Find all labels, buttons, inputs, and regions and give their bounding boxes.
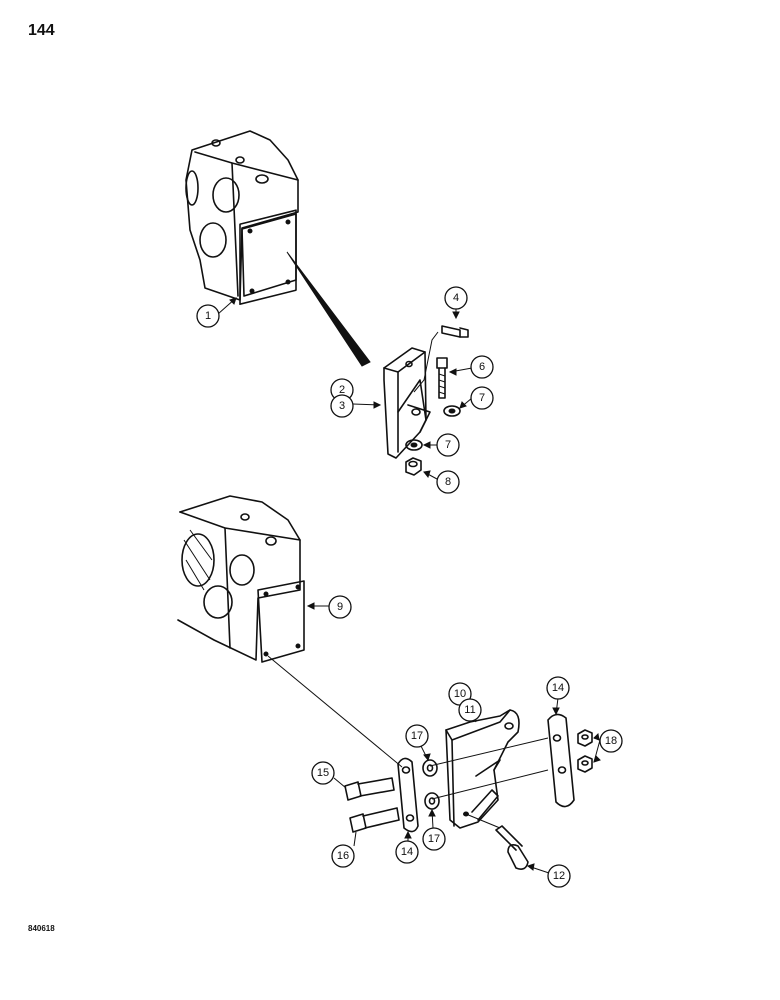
washer-7-upper-hole (448, 408, 456, 414)
svg-text:4: 4 (453, 292, 459, 304)
svg-text:3: 3 (339, 400, 345, 412)
mounting-bracket-10-11 (445, 709, 520, 829)
callout-12: 12 (547, 864, 571, 888)
callout-14-right: 14 (546, 676, 570, 700)
callout-8: 8 (436, 470, 460, 494)
mounting-bracket (383, 347, 431, 459)
svg-text:12: 12 (553, 870, 565, 882)
leader-bolt-12 (465, 813, 501, 829)
callout-16: 16 (331, 844, 355, 868)
alignment-lines (429, 737, 549, 800)
callout-9: 9 (328, 595, 352, 619)
svg-text:7: 7 (479, 392, 485, 404)
callout-4: 4 (444, 286, 468, 310)
leader-housing-to-plate (267, 655, 403, 768)
callout-7-upper: 7 (470, 386, 494, 410)
svg-text:7: 7 (445, 439, 451, 451)
svg-text:15: 15 (317, 767, 329, 779)
callout-18: 18 (599, 729, 623, 753)
bolt-4 (441, 325, 469, 338)
svg-text:9: 9 (337, 601, 343, 613)
page-number: 144 (28, 22, 55, 39)
callout-3: 3 (330, 394, 354, 418)
washer-17-upper (422, 759, 438, 777)
callout-17-lower: 17 (422, 827, 446, 851)
svg-text:1: 1 (205, 310, 211, 322)
callout-7-lower: 7 (436, 433, 460, 457)
bolt-6 (436, 357, 448, 399)
nut-8 (405, 457, 422, 476)
svg-text:6: 6 (479, 361, 485, 373)
nut-18-upper (577, 729, 593, 747)
svg-text:14: 14 (401, 846, 413, 858)
svg-text:2: 2 (339, 384, 345, 396)
callout-15: 15 (311, 761, 335, 785)
svg-text:8: 8 (445, 476, 451, 488)
washer-7-upper (443, 405, 461, 417)
washer-17-lower (424, 792, 440, 810)
washer-7-lower-hole (410, 442, 418, 448)
svg-text:18: 18 (605, 735, 617, 747)
svg-text:16: 16 (337, 850, 349, 862)
callout-leaders (217, 297, 601, 874)
callout-11: 11 (458, 698, 482, 722)
valve-housing-upper (185, 130, 299, 305)
valve-housing-lower (177, 495, 305, 663)
bolt-15 (344, 777, 395, 801)
callout-14-left: 14 (395, 840, 419, 864)
svg-text:14: 14 (552, 682, 564, 694)
svg-text:11: 11 (464, 704, 475, 716)
svg-text:17: 17 (428, 833, 440, 845)
mounting-pointer (286, 251, 371, 367)
bolt-12 (495, 825, 529, 870)
spacer-plate-14-left (397, 757, 419, 833)
leader-arrowheads (229, 297, 601, 871)
spacer-plate-14-right (547, 713, 575, 808)
svg-text:17: 17 (411, 730, 423, 742)
callout-17-upper: 17 (405, 724, 429, 748)
callout-1: 1 (196, 304, 220, 328)
callout-6: 6 (470, 355, 494, 379)
washer-7-lower (405, 439, 423, 451)
figure-code: 840618 (28, 924, 55, 933)
nut-18-lower (577, 755, 593, 773)
svg-text:10: 10 (454, 688, 466, 700)
bolt-16 (349, 807, 400, 833)
leader-bolt-4 (413, 331, 439, 393)
